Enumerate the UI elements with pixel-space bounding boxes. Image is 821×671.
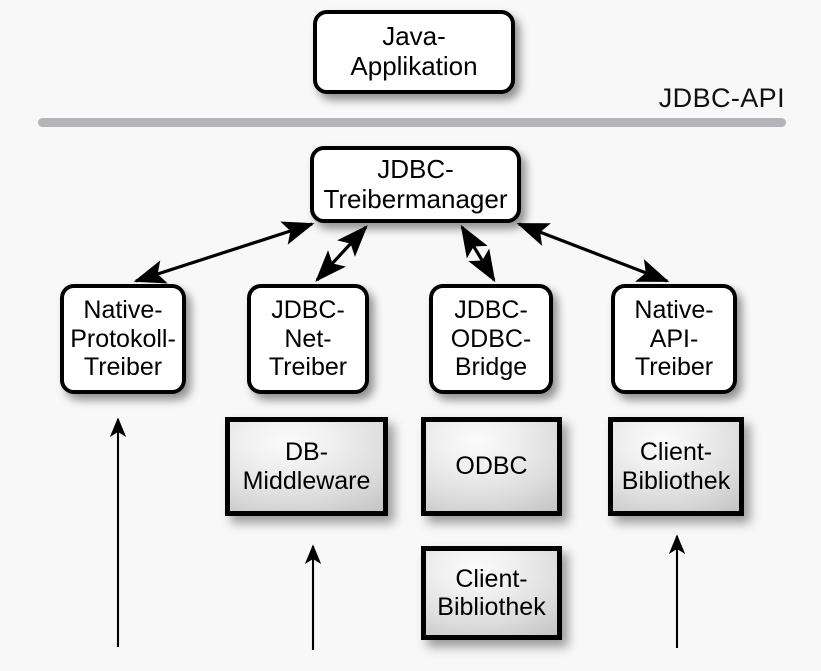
node-jdbc-odbc-bridge[interactable]: JDBC- ODBC- Bridge <box>429 284 553 394</box>
node-client-bibliothek-mid[interactable]: Client- Bibliothek <box>421 546 562 640</box>
arrow-treibermanager-jdbc-odbc <box>460 224 496 283</box>
node-jdbc-net-treiber[interactable]: JDBC- Net- Treiber <box>247 284 369 394</box>
node-db-middleware[interactable]: DB- Middleware <box>225 417 388 516</box>
jdbc-api-separator-line <box>38 118 786 127</box>
jdbc-api-label: JDBC-API <box>658 83 785 113</box>
arrow-treibermanager-native-api <box>516 222 670 283</box>
node-native-api-treiber[interactable]: Native- API- Treiber <box>611 284 737 394</box>
node-odbc[interactable]: ODBC <box>421 417 562 516</box>
arrow-treibermanager-native-protokoll <box>133 221 315 284</box>
node-client-bibliothek-right[interactable]: Client- Bibliothek <box>608 417 744 516</box>
arrow-treibermanager-jdbc-net <box>315 225 368 282</box>
node-java-applikation[interactable]: Java- Applikation <box>313 10 515 94</box>
node-jdbc-treibermanager[interactable]: JDBC- Treibermanager <box>310 146 521 223</box>
node-native-protokoll-treiber[interactable]: Native- Protokoll- Treiber <box>60 284 186 394</box>
